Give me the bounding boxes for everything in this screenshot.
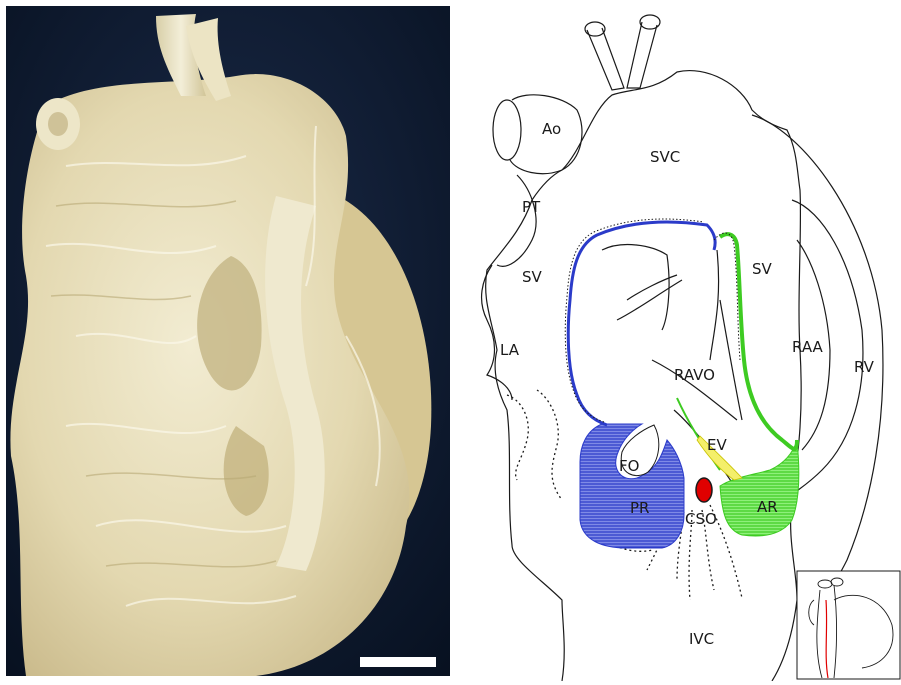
label-la: LA <box>500 341 520 359</box>
label-svc: SVC <box>650 148 680 166</box>
label-pr: PR <box>630 499 649 517</box>
inset-thumbnail <box>797 571 900 679</box>
specimen-photo-graphic <box>6 6 450 676</box>
diagram-svg: Ao SVC PT SV SV LA RAA RV RAVO EV FO PR … <box>452 0 901 681</box>
label-rv: RV <box>854 358 875 376</box>
label-sv-left: SV <box>522 268 543 286</box>
specimen-photo <box>6 6 450 676</box>
label-pt: PT <box>522 198 541 216</box>
label-ao: Ao <box>542 120 561 138</box>
label-fo: FO <box>619 457 639 475</box>
label-sv-right: SV <box>752 260 773 278</box>
scale-bar <box>360 657 436 667</box>
label-ivc: IVC <box>689 630 714 648</box>
label-ar: AR <box>757 498 778 516</box>
anatomical-diagram: Ao SVC PT SV SV LA RAA RV RAVO EV FO PR … <box>452 0 901 681</box>
label-cso: CSO <box>685 510 717 528</box>
label-ev: EV <box>707 436 727 454</box>
label-ravo: RAVO <box>674 366 715 384</box>
label-raa: RAA <box>792 338 823 356</box>
